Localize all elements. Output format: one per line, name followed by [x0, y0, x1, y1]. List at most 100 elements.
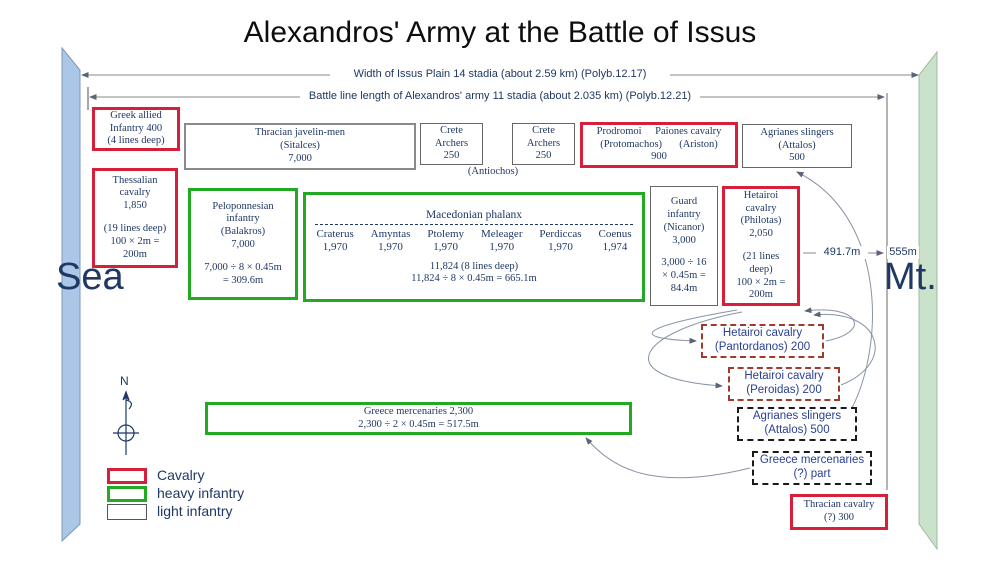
unit-line: 3,000 [672, 234, 696, 246]
page-title: Alexandros' Army at the Battle of Issus [243, 16, 757, 49]
commander-men: 1,970 [489, 241, 515, 254]
mt-band [918, 50, 938, 551]
unit-line: (Philotas) [740, 215, 782, 227]
gap-555-label: 555m [887, 246, 919, 259]
unit-thessalian-cavalry: Thessalian cavalry 1,850 (19 lines deep)… [92, 168, 178, 268]
unit-line: 250 [535, 150, 552, 162]
legend-cavalry-swatch [107, 468, 147, 484]
commander-name: Amyntas [370, 227, 411, 240]
unit-line: (19 lines deep) [103, 223, 167, 234]
unit-line: 1,850 [123, 200, 147, 212]
unit-line: Archers [526, 137, 561, 149]
unit-line: (Peroidas) 200 [746, 384, 822, 396]
commander-name: Ptolemy [427, 227, 465, 240]
unit-line: (Pantordanos) 200 [714, 341, 811, 353]
unit-line: (Attalos) [778, 139, 816, 151]
unit-line: Hetairoi cavalry [744, 370, 824, 383]
unit-agrianes-detached: Agrianes slingers (Attalos) 500 [737, 407, 857, 441]
commander-name: Meleager [480, 227, 523, 240]
unit-line: (Protomachos) [600, 138, 663, 150]
unit-hetairoi-pantordanos: Hetairoi cavalry (Pantordanos) 200 [701, 324, 824, 358]
unit-line: cavalry [745, 202, 777, 214]
unit-greek-allied-infantry: Greek allied Infantry 400 (4 lines deep) [92, 107, 180, 151]
commander-men: 1,974 [602, 241, 628, 254]
unit-line: Crete [532, 124, 555, 136]
unit-line: 7,000 [288, 152, 312, 164]
unit-line: Thracian cavalry [803, 499, 875, 511]
unit-line: Agrianes slingers [760, 126, 834, 138]
unit-line: 200m [749, 289, 773, 301]
unit-line: (?) 300 [823, 512, 855, 523]
legend-light-infantry-swatch [107, 504, 147, 520]
commander-men: 1,970 [378, 241, 403, 254]
commander-men: 1,970 [322, 241, 348, 254]
unit-line: = 309.6m [222, 274, 264, 286]
unit-agrianes-slingers-line: Agrianes slingers (Attalos) 500 [742, 124, 852, 168]
unit-line: (Attalos) 500 [764, 424, 830, 436]
compass-north-label: N [120, 374, 129, 388]
unit-line: Thessalian [112, 174, 158, 186]
phalanx-commander: Coenus 1,974 [599, 228, 632, 255]
unit-line: 100 × 2m = [736, 276, 786, 288]
battle-line-label: Battle line length of Alexandros' army 1… [300, 90, 700, 103]
legend-heavy-infantry-label: heavy infantry [157, 485, 245, 501]
unit-line: Peloponnesian [212, 200, 274, 212]
unit-greece-mercenaries-part: Greece mercenaries (?) part [752, 451, 872, 485]
unit-crete-archers-2: Crete Archers 250 [512, 123, 575, 165]
unit-line: (Sitalces) [280, 140, 320, 152]
sea-label: Sea [56, 256, 124, 298]
unit-line: 250 [443, 150, 460, 162]
unit-line: 2,050 [749, 228, 773, 240]
unit-line: 500 [789, 152, 805, 164]
phalanx-commanders-row: Craterus 1,970 Amyntas 1,970 Ptolemy 1,9… [308, 228, 640, 255]
unit-line: 3,000 ÷ 16 [661, 257, 707, 269]
mt-label: Mt. [884, 256, 937, 298]
antiochos-label: (Antiochos) [467, 166, 519, 177]
unit-line: 100 × 2m = [110, 235, 160, 247]
unit-hetairoi-peroidas: Hetairoi cavalry (Peroidas) 200 [728, 367, 840, 401]
unit-line: (21 lines [742, 251, 780, 262]
phalanx-commander: Ptolemy 1,970 [427, 228, 464, 255]
unit-line: 7,000 [231, 239, 255, 250]
unit-crete-archers-1: Crete Archers 250 [420, 123, 483, 165]
unit-line: 200m [123, 248, 147, 260]
unit-line: Hetairoi cavalry [722, 327, 803, 340]
unit-line: Agrianes slingers [752, 410, 842, 423]
unit-prodromoi-paiones-cavalry: Prodromoi Paiones cavalry (Protomachos) … [580, 122, 738, 168]
unit-peloponnesian-infantry: Peloponnesian infantry (Balakros) 7,000 … [188, 188, 298, 300]
phalanx-divider [314, 223, 634, 225]
unit-line: (Nicanor) [663, 221, 705, 233]
unit-line: 84.4m [670, 282, 698, 294]
unit-line: Thracian javelin-men [254, 127, 346, 139]
unit-line: cavalry [119, 187, 151, 199]
unit-line: × 0.45m = [662, 270, 706, 282]
gap-491-label: 491.7m [816, 246, 868, 259]
unit-line: deep) [749, 263, 773, 275]
unit-line: Infantry 400 [109, 122, 163, 134]
unit-greece-mercenaries: Greece mercenaries 2,300 2,300 ÷ 2 × 0.4… [205, 402, 632, 435]
phalanx-commander: Perdiccas 1,970 [539, 228, 581, 255]
north-arrow [113, 390, 139, 455]
unit-line: Greece mercenaries 2,300 [363, 405, 474, 417]
commander-men: 1,970 [548, 241, 573, 254]
legend-light-infantry-label: light infantry [157, 503, 233, 519]
unit-line: infantry [667, 209, 701, 220]
commander-name: Perdiccas [539, 227, 582, 240]
legend-heavy-infantry-swatch [107, 486, 147, 502]
unit-line: Hetairoi [743, 189, 779, 201]
unit-line: 2,300 ÷ 2 × 0.45m = 517.5m [358, 418, 479, 430]
unit-line: Greek allied [110, 109, 162, 121]
unit-line: Archers [434, 137, 469, 149]
unit-line: Guard [670, 196, 698, 208]
unit-line: (Ariston) [679, 138, 718, 150]
unit-macedonian-phalanx: Macedonian phalanx Craterus 1,970 Amynta… [303, 192, 645, 302]
phalanx-title: Macedonian phalanx [425, 208, 523, 221]
unit-line: Paiones cavalry [655, 125, 722, 137]
unit-guard-infantry: Guard infantry (Nicanor) 3,000 3,000 ÷ 1… [650, 186, 718, 306]
unit-line: infantry [226, 213, 260, 225]
unit-thracian-javelin-men: Thracian javelin-men (Sitalces) 7,000 [184, 123, 416, 170]
commander-men: 1,970 [433, 241, 459, 254]
legend-cavalry-label: Cavalry [157, 467, 205, 483]
commander-name: Craterus [316, 227, 354, 240]
